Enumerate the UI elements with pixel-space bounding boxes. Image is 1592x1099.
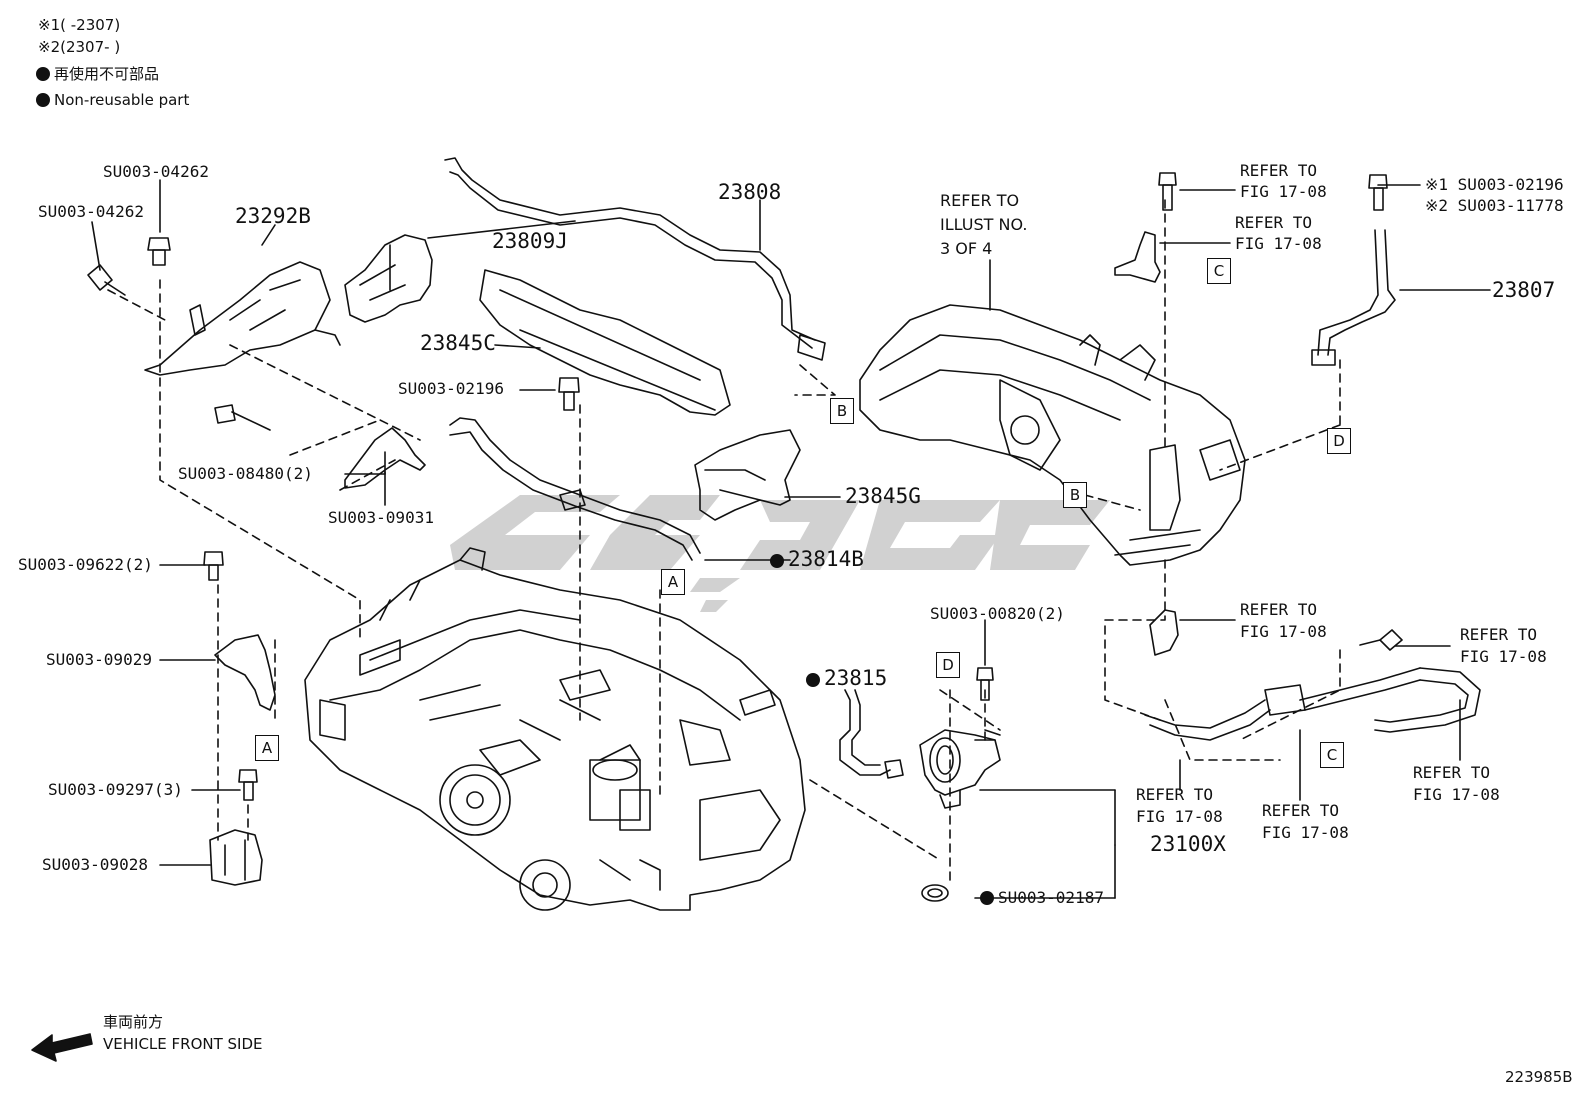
part-label-23814b[interactable]: 23814B <box>770 549 864 570</box>
part-label-su003-09028[interactable]: SU003-09028 <box>42 855 148 874</box>
refer-to-7-line2: FIG 17-08 <box>1262 823 1349 842</box>
dashed-lines <box>107 199 1341 881</box>
front-side-en: VEHICLE FRONT SIDE <box>103 1035 263 1053</box>
part-label-23814b-text: 23814B <box>788 547 864 571</box>
refer-to-3-line2: FIG 17-08 <box>1240 622 1327 641</box>
part-label-su003-09031[interactable]: SU003-09031 <box>328 508 434 527</box>
part-label-su003-09029[interactable]: SU003-09029 <box>46 650 152 669</box>
bolt-mid <box>558 377 580 411</box>
ref-box-d-right: D <box>1327 428 1351 454</box>
refer-illust-line2: ILLUST NO. <box>940 215 1028 234</box>
refer-illust-line3: 3 OF 4 <box>940 239 993 258</box>
nonreusable-dot-icon <box>980 891 994 905</box>
diagram-id: 223985B <box>1505 1068 1573 1086</box>
hose-23808 <box>444 157 826 361</box>
nonreusable-dot-icon <box>36 67 50 81</box>
refer-to-5-line2: FIG 17-08 <box>1413 785 1500 804</box>
bracket-09029 <box>214 634 276 711</box>
ref-box-c-lower: C <box>1320 742 1344 768</box>
refer-to-1-line1: REFER TO <box>1240 161 1318 180</box>
cover-23809j <box>344 234 433 323</box>
refer-to-4-line1: REFER TO <box>1460 625 1538 644</box>
part-label-23845g[interactable]: 23845G <box>845 484 921 508</box>
front-side-jp: 車両前方 <box>103 1013 164 1031</box>
part-label-23292b[interactable]: 23292B <box>235 204 311 228</box>
legend-nonreusable-jp: 再使用不可部品 <box>36 67 159 82</box>
part-label-23815[interactable]: 23815 <box>806 668 887 689</box>
part-label-23815-text: 23815 <box>824 666 888 690</box>
cover-23845g <box>694 429 801 521</box>
refer-to-5-line1: REFER TO <box>1413 763 1491 782</box>
ref-box-a-center: A <box>661 569 685 595</box>
legend-nonreusable-en: Non-reusable part <box>36 93 189 108</box>
refer-to-3-line1: REFER TO <box>1240 600 1318 619</box>
part-label-su003-09622[interactable]: SU003-09622(2) <box>18 555 153 574</box>
throttle-body-23100x <box>919 667 1001 902</box>
part-label-su003-08480[interactable]: SU003-08480(2) <box>178 464 313 483</box>
refer-to-6-line2: FIG 17-08 <box>1136 807 1223 826</box>
nonreusable-dot-icon <box>36 93 50 107</box>
sensor-23815 <box>839 689 904 779</box>
engine-block <box>304 547 806 911</box>
bolt-icons-left <box>87 237 271 801</box>
cover-23292b <box>144 261 341 376</box>
part-label-su003-02187-text: SU003-02187 <box>998 888 1104 907</box>
ref-box-b-right: B <box>1063 482 1087 508</box>
part-label-su003-04262-left[interactable]: SU003-04262 <box>38 202 144 221</box>
legend-note-1: ※1( -2307) <box>38 16 121 34</box>
ref-box-c-upper: C <box>1207 258 1231 284</box>
part-label-su003-09297[interactable]: SU003-09297(3) <box>48 780 183 799</box>
part-label-23807[interactable]: 23807 <box>1492 278 1556 302</box>
ref-box-a-left: A <box>255 735 279 761</box>
nonreusable-dot-icon <box>770 554 784 568</box>
refer-to-7-line1: REFER TO <box>1262 801 1340 820</box>
refer-to-2-line1: REFER TO <box>1235 213 1313 232</box>
nonreusable-dot-icon <box>806 673 820 687</box>
refer-to-4-line2: FIG 17-08 <box>1460 647 1547 666</box>
watermark-logo <box>450 495 1110 612</box>
part-label-su003-04262-top[interactable]: SU003-04262 <box>103 162 209 181</box>
part-label-su003-02196-mid[interactable]: SU003-02196 <box>398 379 504 398</box>
legend-jp-text: 再使用不可部品 <box>54 65 160 83</box>
hose-lower <box>1144 667 1481 741</box>
part-label-su003-00820[interactable]: SU003-00820(2) <box>930 604 1065 623</box>
front-arrow-icon <box>31 1033 93 1062</box>
part-label-23809j[interactable]: 23809J <box>492 229 568 253</box>
hose-23814b <box>449 417 701 561</box>
leader-lines <box>91 179 1491 899</box>
insulator-23845c <box>479 269 731 416</box>
refer-illust-line1: REFER TO <box>940 191 1020 210</box>
ref-box-d-center: D <box>936 652 960 678</box>
part-label-note2-su003-11778[interactable]: ※2 SU003-11778 <box>1425 196 1564 215</box>
part-label-23100x[interactable]: 23100X <box>1150 832 1226 856</box>
intake-manifold <box>859 304 1246 566</box>
bracket-09031 <box>344 427 426 489</box>
legend-en-text: Non-reusable part <box>54 91 190 109</box>
legend-note-2: ※2(2307- ) <box>38 38 121 56</box>
part-label-su003-02187[interactable]: SU003-02187 <box>980 890 1104 906</box>
refer-to-1-line2: FIG 17-08 <box>1240 182 1327 201</box>
refer-to-6-line1: REFER TO <box>1136 785 1214 804</box>
part-label-note1-su003-02196[interactable]: ※1 SU003-02196 <box>1425 175 1564 194</box>
hose-23807 <box>1311 174 1396 366</box>
bracket-09028 <box>209 829 263 886</box>
refer-to-2-line2: FIG 17-08 <box>1235 234 1322 253</box>
bracket-lower-right <box>1149 609 1403 656</box>
ref-box-b-left: B <box>830 398 854 424</box>
bracket-c <box>1114 172 1177 283</box>
part-label-23808[interactable]: 23808 <box>718 180 782 204</box>
part-label-23845c[interactable]: 23845C <box>420 331 496 355</box>
